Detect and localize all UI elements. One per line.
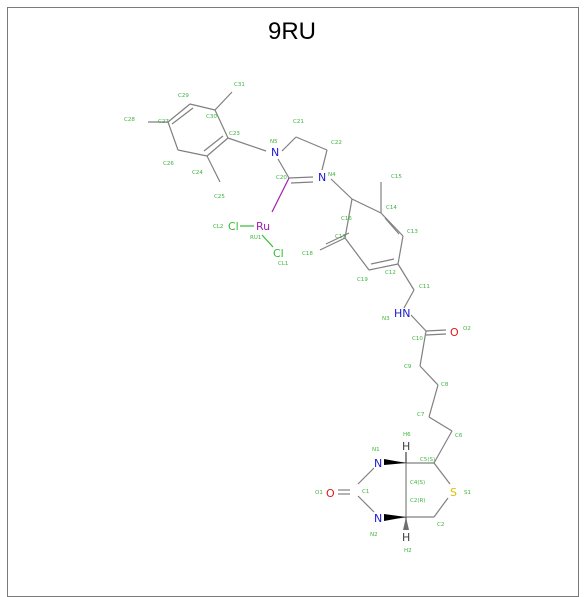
label-c11: C11 [419,284,430,290]
atom-n5: N [271,146,279,159]
label-c7: C7 [417,412,425,418]
atom-cl1: Cl [273,247,284,260]
label-c18: C18 [302,251,313,257]
label-o1: O1 [315,490,323,496]
label-s1: S1 [464,490,471,496]
label-c31: C31 [234,82,245,88]
element-symbols: Ru Cl Cl N N HN O N N O S H H [228,146,459,544]
label-n2: N2 [370,532,378,538]
label-c2: C2 [437,522,444,528]
label-c29: C29 [178,93,189,99]
label-o2: O2 [463,326,471,332]
atom-ru: Ru [256,220,270,233]
label-c25: C25 [214,194,225,200]
label-h2: H2 [404,548,412,554]
label-cl2: CL2 [213,224,223,230]
label-c23: C23 [229,131,240,137]
label-c12: C12 [385,270,396,276]
label-c22: C22 [331,140,342,146]
viewer-frame [7,7,579,597]
molecule-title: 9RU [267,18,316,45]
label-c30: C30 [206,114,217,120]
label-c21: C21 [293,119,304,125]
label-c5: C5(S) [420,457,435,463]
label-c15: C15 [391,174,402,180]
label-c24: C24 [192,170,203,176]
label-ru1: RU1 [250,235,261,241]
wedge-c4 [384,459,406,465]
atom-name-labels: C31 C29 C30 C28 C27 C23 C26 C24 C25 C21 … [124,82,471,554]
atom-n4: N [318,171,326,184]
atom-n2: N [374,512,382,525]
label-c1: C1 [362,489,369,495]
atom-o2: O [450,326,459,339]
label-n3: N3 [382,316,390,322]
atom-n3: HN [394,307,411,320]
label-c19: C19 [357,277,368,283]
label-c14: C14 [386,205,397,211]
label-c3: C2(R) [410,498,425,504]
label-c6: C6 [455,433,463,439]
label-cl1: CL1 [278,261,288,267]
label-c16: C16 [341,216,352,222]
atom-s1: S [450,486,457,499]
atom-o1: O [326,487,335,500]
hash-h2 [403,517,409,530]
label-c20: C20 [276,175,287,181]
label-c10: C10 [412,336,423,342]
label-c26: C26 [163,161,174,167]
label-c17: C17 [335,234,346,240]
label-c4: C4(S) [410,480,425,486]
atom-n1: N [374,457,382,470]
label-h6: H6 [403,432,411,438]
atom-cl2: Cl [228,220,239,233]
label-c13: C13 [407,229,418,235]
label-n1: N1 [372,447,380,453]
wedge-c3 [384,514,406,521]
label-n5: N5 [270,139,278,145]
label-c9: C9 [404,364,412,370]
atom-h6: H [402,440,410,453]
bonds [148,91,453,528]
label-c27: C27 [158,119,169,125]
label-n4: N4 [328,172,336,178]
label-c28: C28 [124,117,135,123]
atom-h2: H [402,531,410,544]
label-c8: C8 [441,382,449,388]
